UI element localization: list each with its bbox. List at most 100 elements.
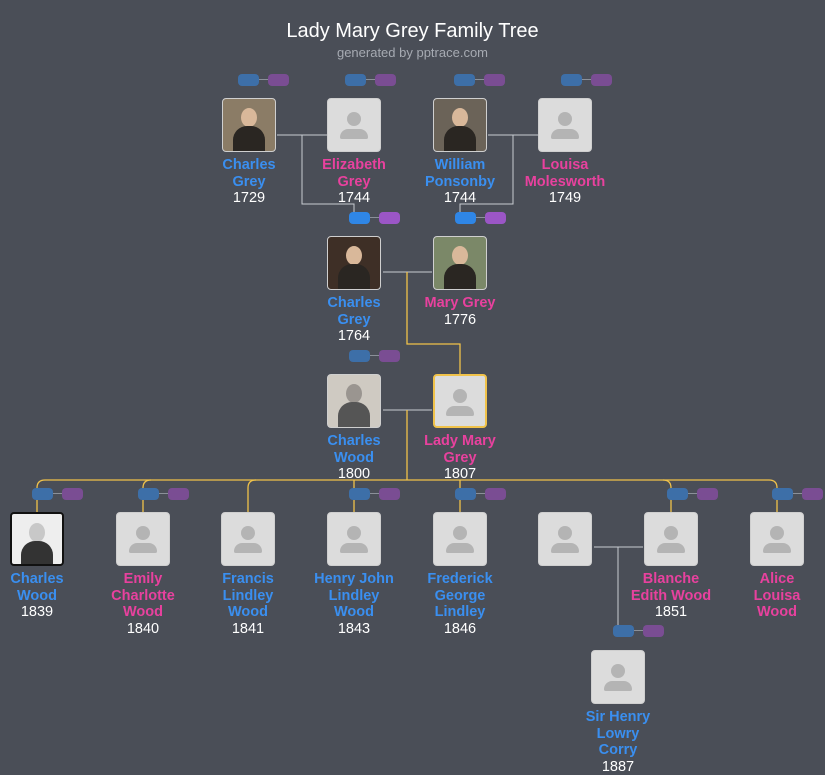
expand-parents-icon[interactable] [613, 625, 634, 637]
button-connector [688, 493, 697, 494]
name-line: Grey [337, 173, 371, 190]
expand-children-icon[interactable] [268, 74, 289, 86]
expand-children-icon[interactable] [591, 74, 612, 86]
expand-parents-icon[interactable] [667, 488, 688, 500]
expand-parents-icon[interactable] [772, 488, 793, 500]
expand-children-icon[interactable] [802, 488, 823, 500]
name-line: Wood [334, 449, 374, 466]
expand-children-icon[interactable] [379, 488, 400, 500]
portrait-body [21, 541, 53, 564]
birth-year: 1749 [548, 190, 582, 206]
expand-children-icon[interactable] [168, 488, 189, 500]
name-line: George [434, 587, 486, 604]
portrait-head [452, 246, 468, 265]
button-connector [259, 79, 268, 80]
expand-parents-icon[interactable] [349, 488, 370, 500]
person-card-spouse-unnamed[interactable] [512, 512, 618, 566]
silhouette-body [340, 129, 368, 139]
button-connector [476, 217, 485, 218]
person-silhouette-icon [644, 512, 698, 566]
name-line: Charlotte [111, 587, 175, 604]
expand-parents-icon[interactable] [345, 74, 366, 86]
expand-parents-icon[interactable] [454, 74, 475, 86]
expand-parents-icon[interactable] [32, 488, 53, 500]
birth-year: 1764 [337, 328, 371, 344]
name-line: Charles [222, 157, 276, 173]
expand-children-icon[interactable] [485, 488, 506, 500]
person-silhouette-icon [750, 512, 804, 566]
button-connector [53, 493, 62, 494]
name-line: Molesworth [524, 173, 606, 190]
expand-children-icon[interactable] [379, 350, 400, 362]
name-line: Blanche [642, 571, 700, 587]
silhouette-head [241, 526, 255, 540]
name-line: Wood [228, 604, 268, 620]
name-line: Lindley [328, 587, 380, 604]
expand-parents-icon[interactable] [138, 488, 159, 500]
expand-parents-icon[interactable] [455, 212, 476, 224]
expand-parents-icon[interactable] [238, 74, 259, 86]
name-line: Sir Henry [585, 709, 651, 725]
name-line: William [434, 157, 486, 173]
button-connector [634, 630, 643, 631]
silhouette-head [611, 664, 625, 678]
button-connector [476, 493, 485, 494]
name-line: Louisa [753, 587, 801, 604]
family-expand-buttons [349, 488, 403, 500]
family-expand-buttons [345, 74, 399, 86]
family-expand-buttons [454, 74, 508, 86]
name-line: Henry John [314, 571, 394, 587]
name-line: Wood [17, 587, 57, 604]
expand-children-icon[interactable] [643, 625, 664, 637]
person-silhouette-icon [116, 512, 170, 566]
person-card-mary-grey[interactable]: Mary Grey 1776 [407, 236, 513, 328]
silhouette-body [129, 543, 157, 553]
expand-parents-icon[interactable] [455, 488, 476, 500]
portrait-photo [222, 98, 276, 152]
birth-year: 1846 [443, 620, 477, 637]
expand-children-icon[interactable] [375, 74, 396, 86]
portrait-photo [327, 236, 381, 290]
silhouette-body [340, 543, 368, 553]
name-line: Lindley [434, 604, 486, 620]
expand-children-icon[interactable] [484, 74, 505, 86]
birth-year: 1744 [443, 190, 477, 206]
name-line: Frederick [427, 571, 493, 587]
expand-children-icon[interactable] [62, 488, 83, 500]
person-silhouette-icon [433, 374, 487, 428]
name-line: Louisa [541, 157, 589, 173]
button-connector [370, 217, 379, 218]
expand-children-icon[interactable] [379, 212, 400, 224]
name-line: Wood [757, 604, 797, 620]
name-line: Edith Wood [630, 587, 712, 604]
expand-parents-icon[interactable] [349, 212, 370, 224]
expand-parents-icon[interactable] [349, 350, 370, 362]
expand-children-icon[interactable] [697, 488, 718, 500]
birth-year: 1839 [20, 604, 54, 620]
expand-children-icon[interactable] [485, 212, 506, 224]
family-expand-buttons [613, 625, 667, 637]
expand-parents-icon[interactable] [561, 74, 582, 86]
